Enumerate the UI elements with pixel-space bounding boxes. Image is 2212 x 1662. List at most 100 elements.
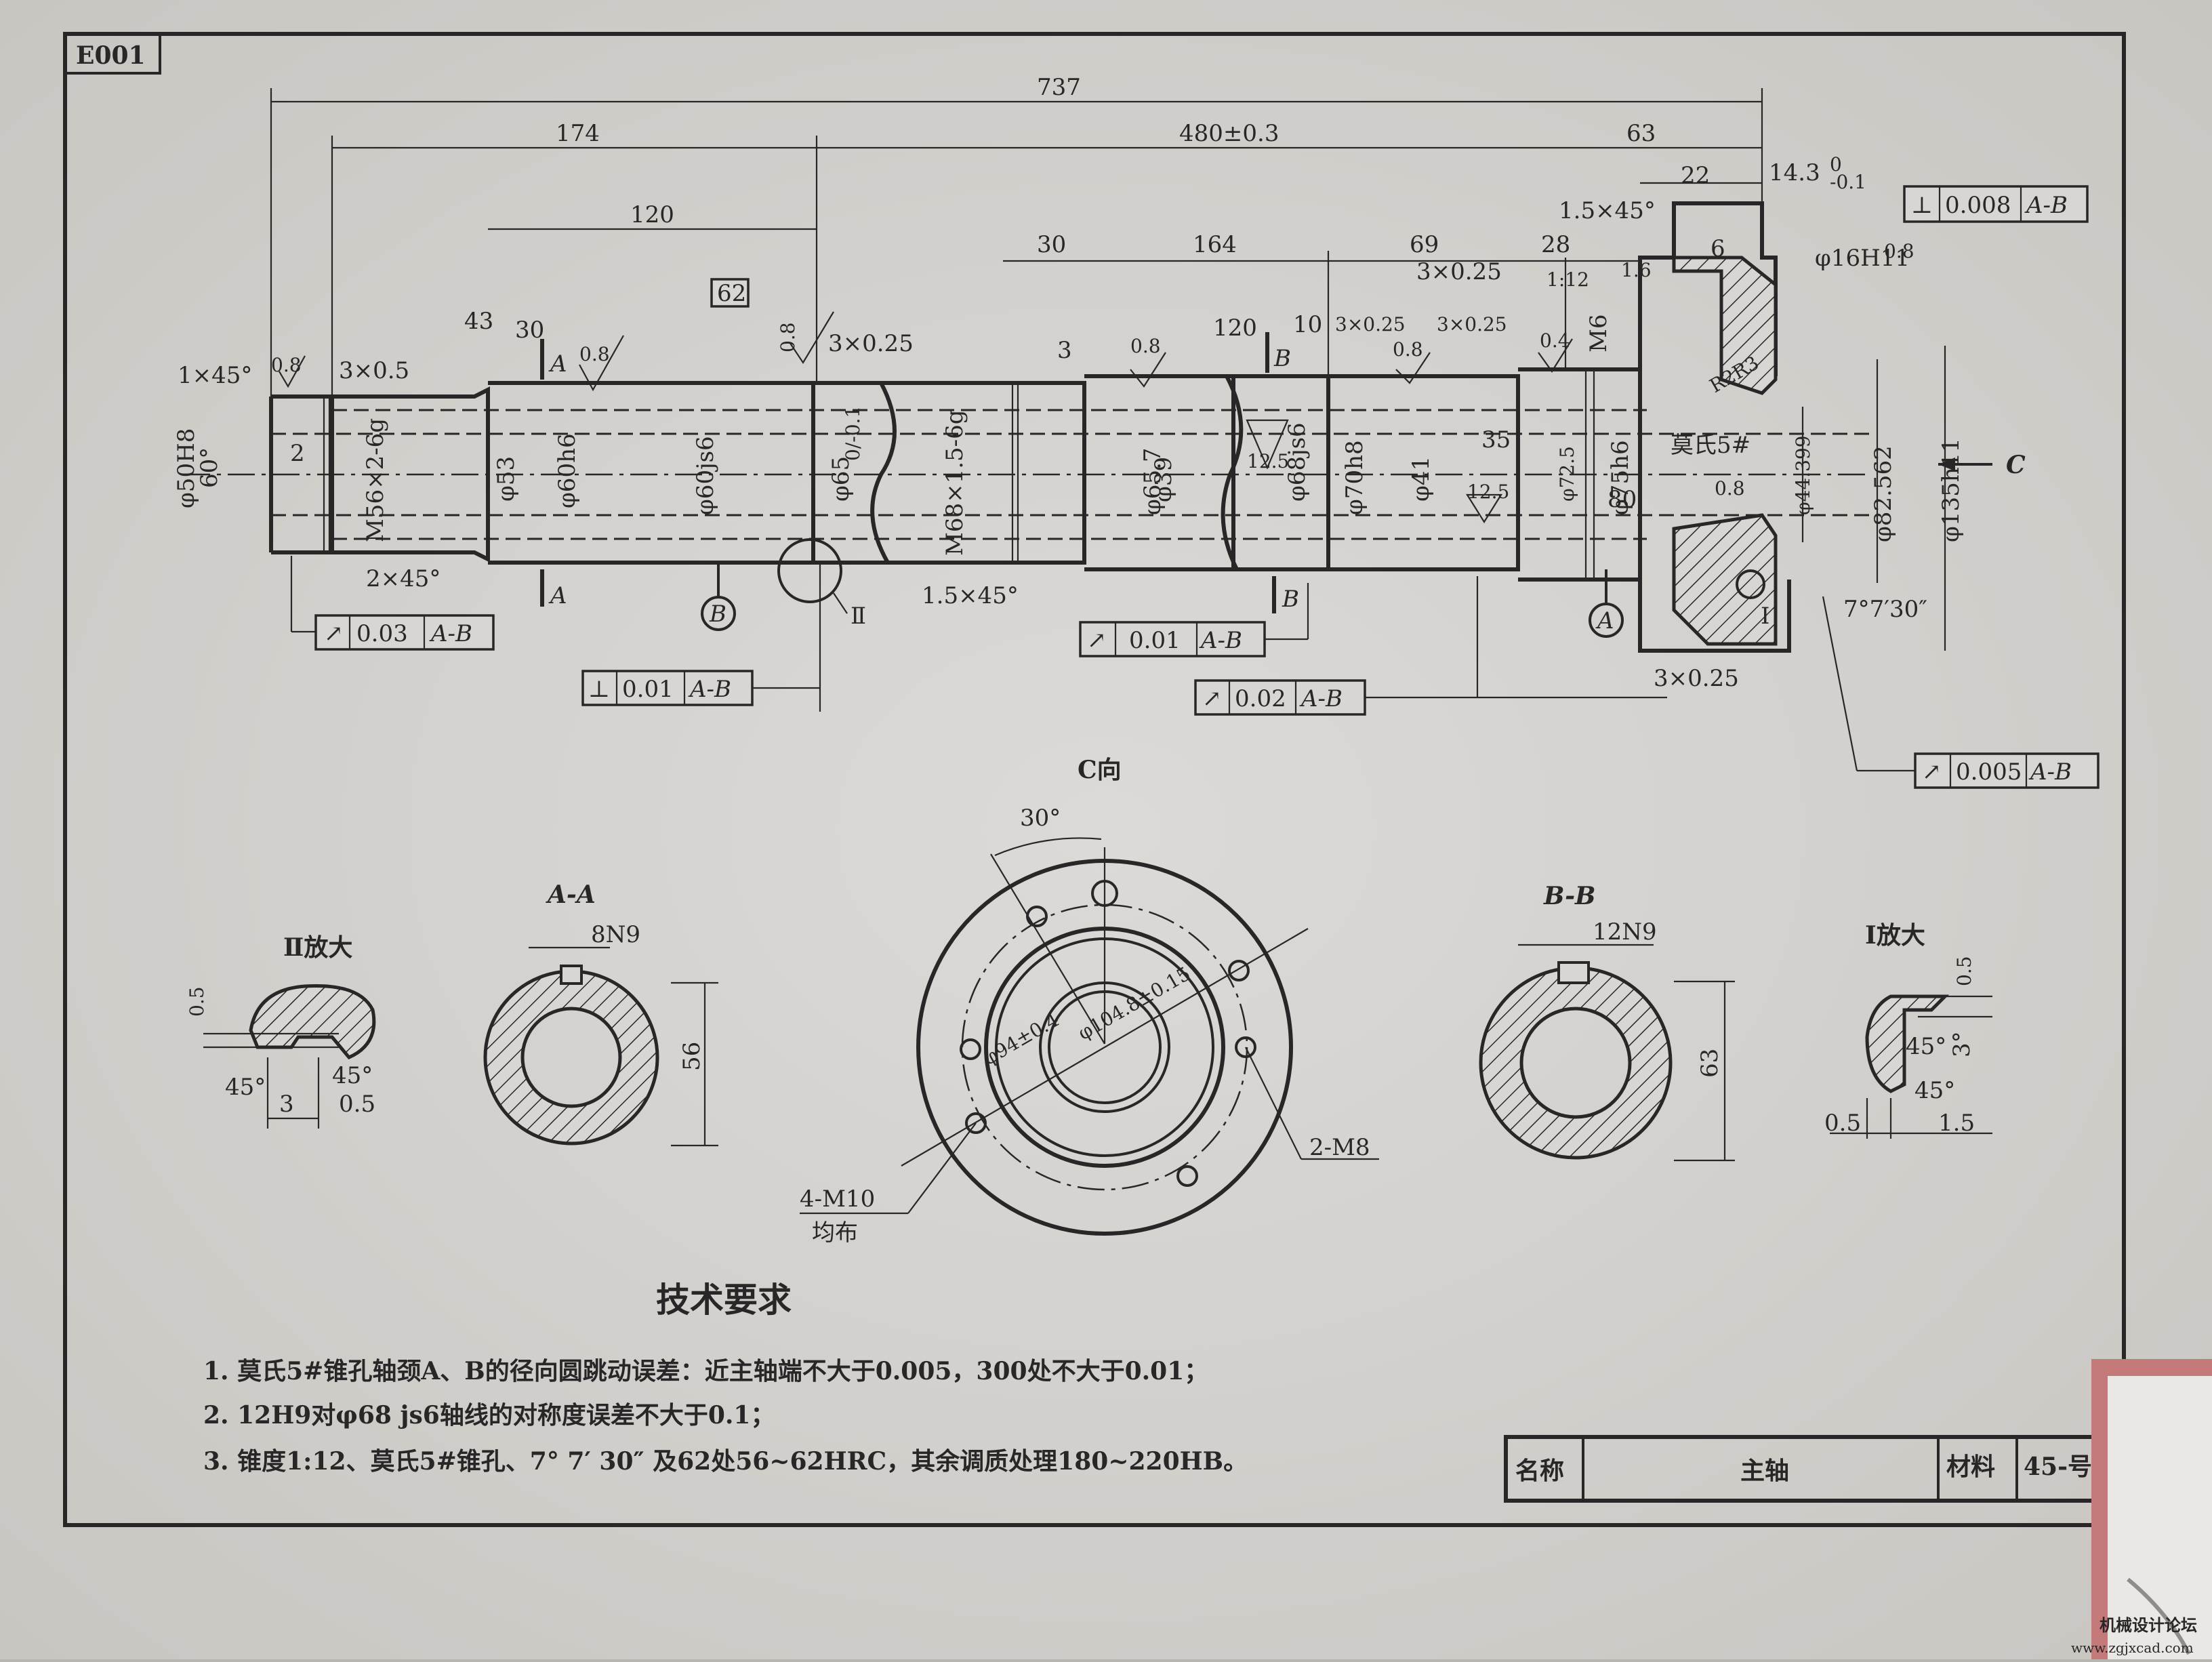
rough-08-g: 0.8 (1884, 240, 1914, 262)
tolerance-frame-5: ↗ 0.02 A-B (1194, 576, 1667, 716)
c-angle-30: 30° (1020, 805, 1061, 832)
c-view: C向 30° φ94±0.4 φ104.8±0.15 2-M8 4-M10 均布 (800, 756, 1379, 1246)
section-aa-title: A-A (546, 880, 596, 909)
dim-80: 80 (1607, 486, 1637, 513)
tech-req-2: 2. 12H9对φ68 js6轴线的对称度误差不大于0.1； (203, 1401, 775, 1430)
dim-10: 10 (1293, 311, 1322, 338)
section-bb-view: B-B 12N9 63 (1479, 882, 1735, 1162)
tolerance-frame-3: ⊥ 0.01 A-B (581, 563, 821, 712)
detail-ii-mark: Ⅱ (851, 603, 866, 630)
datum-a-label: A (1595, 607, 1614, 634)
drawing-id: E001 (76, 41, 146, 70)
dia-m68: M68×1.5-6g (941, 409, 968, 556)
ii-dim-05: 0.5 (186, 986, 208, 1017)
rough-12-5-b: 12.5 (1467, 481, 1509, 503)
section-aa-view: A-A 8N9 56 (483, 880, 718, 1147)
rough-08-d: 0.8 (1130, 335, 1161, 357)
tech-req-3: 3. 锥度1:12、莫氏5#锥孔、7° 7′ 30″ 及62处56~62HRC，… (203, 1447, 1248, 1476)
dim-1-6: 1.6 (1621, 259, 1652, 281)
tf5-symbol: ↗ (1202, 685, 1222, 712)
dim-14-3-lower: -0.1 (1830, 171, 1866, 193)
dim-30b: 30 (1037, 231, 1066, 258)
dim-737: 737 (1037, 74, 1081, 101)
dia-m56: M56×2-6g (362, 418, 389, 542)
watermark: 机械设计论坛 www.zgjxcad.com (2071, 1615, 2197, 1656)
watermark-line1: 机械设计论坛 (2100, 1615, 2197, 1635)
rough-08-f: 0.8 (1715, 477, 1745, 500)
tf1-symbol: ⊥ (1911, 192, 1933, 219)
corner-object (2091, 1359, 2212, 1659)
aa-keyway: 8N9 (591, 921, 640, 948)
tf6-value: 0.005 (1956, 758, 2022, 786)
dia-41: φ41 (1408, 456, 1435, 502)
detail-i-mark: Ⅰ (1761, 603, 1769, 630)
i-angle-45b: 45° (1914, 1077, 1955, 1104)
tf4-symbol: ↗ (1087, 627, 1107, 654)
tolerance-frame-1: ⊥ 0.008 A-B (1903, 185, 2089, 223)
cut-b-bottom-label: B (1282, 586, 1299, 613)
chamfer-1-5x45-bot: 1.5×45° (922, 582, 1019, 609)
drawing-border (63, 32, 2126, 1527)
cut-a-bottom-label: A (548, 582, 567, 609)
dia-16h11: φ16H11 (1815, 245, 1910, 272)
m6: M6 (1585, 315, 1612, 352)
chamfer-1-5x45-top: 1.5×45° (1559, 197, 1656, 224)
view-c-arrowhead (1938, 458, 1955, 471)
chamfer-2x45: 2×45° (366, 565, 441, 592)
dia-75h6: φ75h6 (1607, 440, 1634, 515)
flange-section-lower (1672, 513, 1778, 646)
angle-7-7-30: 7°7′30″ (1843, 596, 1927, 623)
dim-6: 6 (1711, 235, 1725, 262)
dia-72-5: φ72.5 (1556, 446, 1578, 502)
dia-39: φ39 (1150, 457, 1177, 502)
dim-69: 69 (1410, 231, 1439, 258)
tf2-symbol: ↗ (324, 620, 344, 647)
dia-53: φ53 (493, 456, 520, 502)
rough-08-a: 0.8 (271, 354, 302, 376)
tf2-ref: A-B (429, 620, 472, 647)
rough-04: 0.4 (1540, 329, 1570, 352)
cut-a-top-label: A (548, 350, 567, 378)
tech-title: 技术要求 (656, 1280, 792, 1320)
dim-14-3: 14.3 (1769, 159, 1820, 186)
dia-50h8: φ50H8 (173, 428, 200, 508)
cut-b-top-label: B (1273, 345, 1291, 372)
groove-3x025-b: 3×0.25 (1335, 313, 1406, 336)
dim-63: 63 (1626, 120, 1656, 147)
technical-requirements: 技术要求 1. 莫氏5#锥孔轴颈A、B的径向圆跳动误差：近主轴端不大于0.005… (203, 1280, 1248, 1476)
dim-164: 164 (1193, 231, 1237, 258)
section-bb-title: B-B (1543, 882, 1595, 910)
mohs-5: 莫氏5# (1671, 432, 1750, 459)
tf3-ref: A-B (688, 676, 731, 703)
dim-30a: 30 (515, 317, 544, 344)
rough-08-c: 0.8 (777, 322, 799, 352)
angle-60: 60° (196, 447, 223, 488)
tolerance-frame-6: ↗ 0.005 A-B (1822, 596, 2100, 789)
rough-08-b: 0.8 (579, 343, 610, 365)
dim-120: 120 (630, 201, 674, 228)
shaft-bore-hidden (271, 409, 1870, 540)
tf2-value: 0.03 (356, 620, 408, 647)
dia-60js6: φ60js6 (692, 436, 719, 515)
datum-a-circle (1589, 603, 1624, 638)
tf4-ref: A-B (1199, 627, 1242, 654)
tolerance-frame-2: ↗ 0.03 A-B (290, 556, 495, 651)
groove-3x025-e: 3×0.25 (1654, 665, 1739, 692)
taper-1-12: 1:12 (1547, 268, 1589, 291)
title-material-value: 45-号 (2024, 1453, 2092, 1481)
dim-62: 62 (717, 280, 746, 307)
c-2m8: 2-M8 (1309, 1134, 1370, 1161)
thread-lines (323, 369, 1595, 580)
ii-dim-05b: 0.5 (339, 1091, 375, 1118)
i-angle-3: 3° (1948, 1031, 1975, 1057)
ii-angle-45b: 45° (332, 1062, 373, 1089)
dim-2: 2 (290, 440, 305, 467)
aa-dim-56: 56 (678, 1042, 705, 1071)
c-view-title: C向 (1078, 756, 1122, 784)
groove-3x025-d: 3×0.25 (1416, 258, 1502, 285)
bb-dim-63: 63 (1696, 1049, 1723, 1078)
detail-i-circle (1736, 569, 1765, 599)
view-c-letter: C (2006, 451, 2026, 479)
